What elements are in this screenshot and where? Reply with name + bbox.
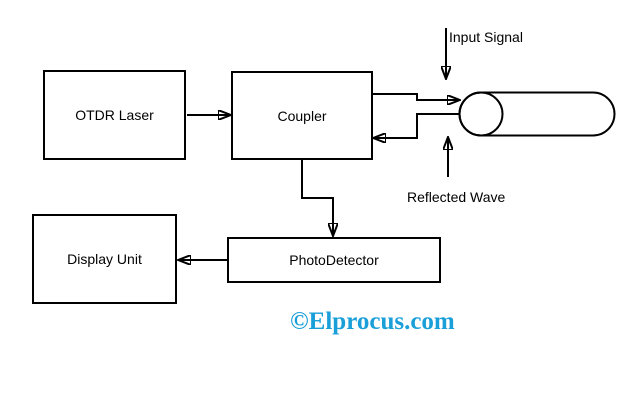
arrow-coupler-to-fiber xyxy=(373,93,460,100)
block-coupler-label: Coupler xyxy=(277,107,327,124)
watermark-text: ©Elprocus.com xyxy=(290,308,455,335)
arrow-coupler-to-photodetector xyxy=(301,160,333,236)
block-photodetector-label: PhotoDetector xyxy=(289,252,379,268)
block-otdr-laser: OTDR Laser xyxy=(43,70,186,160)
input-signal-label: Input Signal xyxy=(449,29,523,45)
arrow-fiber-to-coupler xyxy=(373,113,459,138)
block-display-unit: Display Unit xyxy=(32,214,177,304)
block-display-unit-label: Display Unit xyxy=(67,251,142,267)
block-photodetector: PhotoDetector xyxy=(227,237,441,283)
block-otdr-laser-label: OTDR Laser xyxy=(75,107,154,123)
reflected-wave-label: Reflected Wave xyxy=(407,189,506,205)
block-coupler: Coupler xyxy=(231,71,373,160)
fiber-end-circle xyxy=(458,91,504,137)
optical-fiber-shape xyxy=(458,91,616,137)
